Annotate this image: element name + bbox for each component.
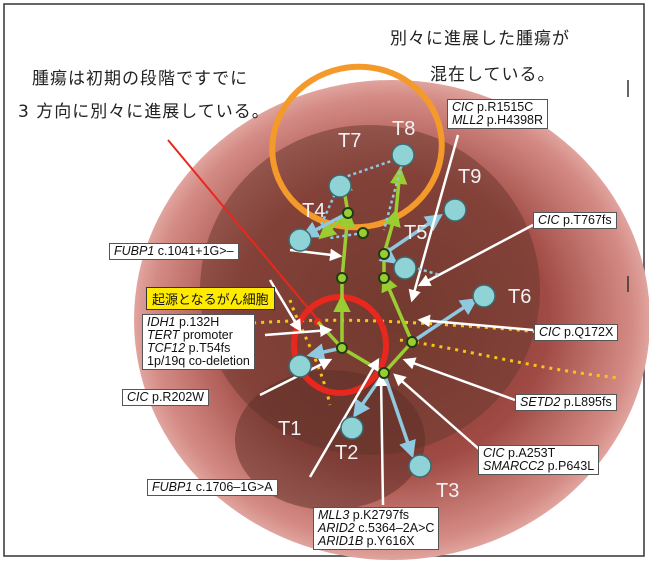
gene: CIC: [539, 325, 561, 339]
node-t3: [409, 455, 431, 477]
gene: CIC: [483, 446, 505, 460]
tumor-label-t3: T3: [436, 480, 459, 503]
gene: SMARCC2: [483, 459, 544, 473]
variant: c.1041+1G>–: [154, 244, 233, 258]
label-fubp1-1706: FUBP1 c.1706–1G>A: [147, 479, 278, 496]
label-trunk-mutations: IDH1 p.132H TERT promoter TCF12 p.T54fs …: [142, 314, 255, 370]
variant: p.K2797fs: [349, 508, 409, 522]
label-fubp1-1041: FUBP1 c.1041+1G>–: [109, 243, 239, 260]
variant: p.T54fs: [185, 341, 230, 355]
node-t8: [392, 144, 414, 166]
gene: FUBP1: [114, 244, 154, 258]
gene: SETD2: [520, 395, 560, 409]
gene: CIC: [538, 213, 560, 227]
label-cic-r202w: CIC p.R202W: [122, 389, 209, 406]
variant: p.R1515C: [474, 100, 534, 114]
variant: p.R202W: [149, 390, 205, 404]
variant: p.132H: [175, 315, 219, 329]
node-t9: [444, 199, 466, 221]
variant: p.Y616X: [363, 534, 414, 548]
variant: c.5364–2A>C: [355, 521, 435, 535]
caption-left-line2: 3 方向に別々に進展している。: [18, 97, 270, 122]
tumor-label-t6: T6: [508, 286, 531, 309]
label-cic-a253t-smarcc2: CIC p.A253T SMARCC2 p.P643L: [478, 445, 599, 475]
gene: MLL3: [318, 508, 349, 522]
gene: CIC: [127, 390, 149, 404]
tumor-label-t7: T7: [338, 130, 361, 153]
tumor-label-t5: T5: [404, 222, 427, 245]
tumor-label-t8: T8: [392, 118, 415, 141]
caption-right-line2: 混在している。: [430, 60, 556, 85]
gene: IDH1: [147, 315, 175, 329]
origin-cell-label: 起源となるがん細胞: [146, 287, 275, 310]
gene: FUBP1: [152, 480, 192, 494]
node-t7: [329, 175, 351, 197]
variant: c.1706–1G>A: [192, 480, 272, 494]
gene: ARID1B: [318, 534, 363, 548]
caption-right-line1: 別々に進展した腫瘍が: [390, 24, 570, 49]
variant: p.H4398R: [483, 113, 543, 127]
gene: MLL2: [452, 113, 483, 127]
tumor-label-t2: T2: [335, 442, 358, 465]
gene: TERT: [147, 328, 179, 342]
node-t5: [394, 257, 416, 279]
variant: p.T767fs: [560, 213, 612, 227]
tumor-label-t4: T4: [302, 200, 325, 223]
caption-left-line1: 腫瘍は初期の段階ですでに: [32, 64, 248, 89]
variant: promoter: [179, 328, 233, 342]
codeletion: 1p/19q co-deletion: [147, 354, 250, 368]
label-cic-r1515c-mll2: CIC p.R1515C MLL2 p.H4398R: [447, 99, 548, 129]
variant: p.L895fs: [560, 395, 611, 409]
gene: TCF12: [147, 341, 185, 355]
variant: p.Q172X: [561, 325, 614, 339]
label-setd2: SETD2 p.L895fs: [515, 394, 617, 411]
label-cic-t767fs: CIC p.T767fs: [533, 212, 617, 229]
node-t6: [473, 285, 495, 307]
variant: p.P643L: [544, 459, 594, 473]
gene: CIC: [452, 100, 474, 114]
node-t4: [289, 229, 311, 251]
tumor-label-t1: T1: [278, 418, 301, 441]
variant: p.A253T: [505, 446, 556, 460]
label-mll3-arid2-arid1b: MLL3 p.K2797fs ARID2 c.5364–2A>C ARID1B …: [313, 507, 439, 550]
gene: ARID2: [318, 521, 355, 535]
node-t2: [341, 417, 363, 439]
label-cic-q172x: CIC p.Q172X: [534, 324, 618, 341]
node-t1: [289, 355, 311, 377]
tumor-label-t9: T9: [458, 166, 481, 189]
